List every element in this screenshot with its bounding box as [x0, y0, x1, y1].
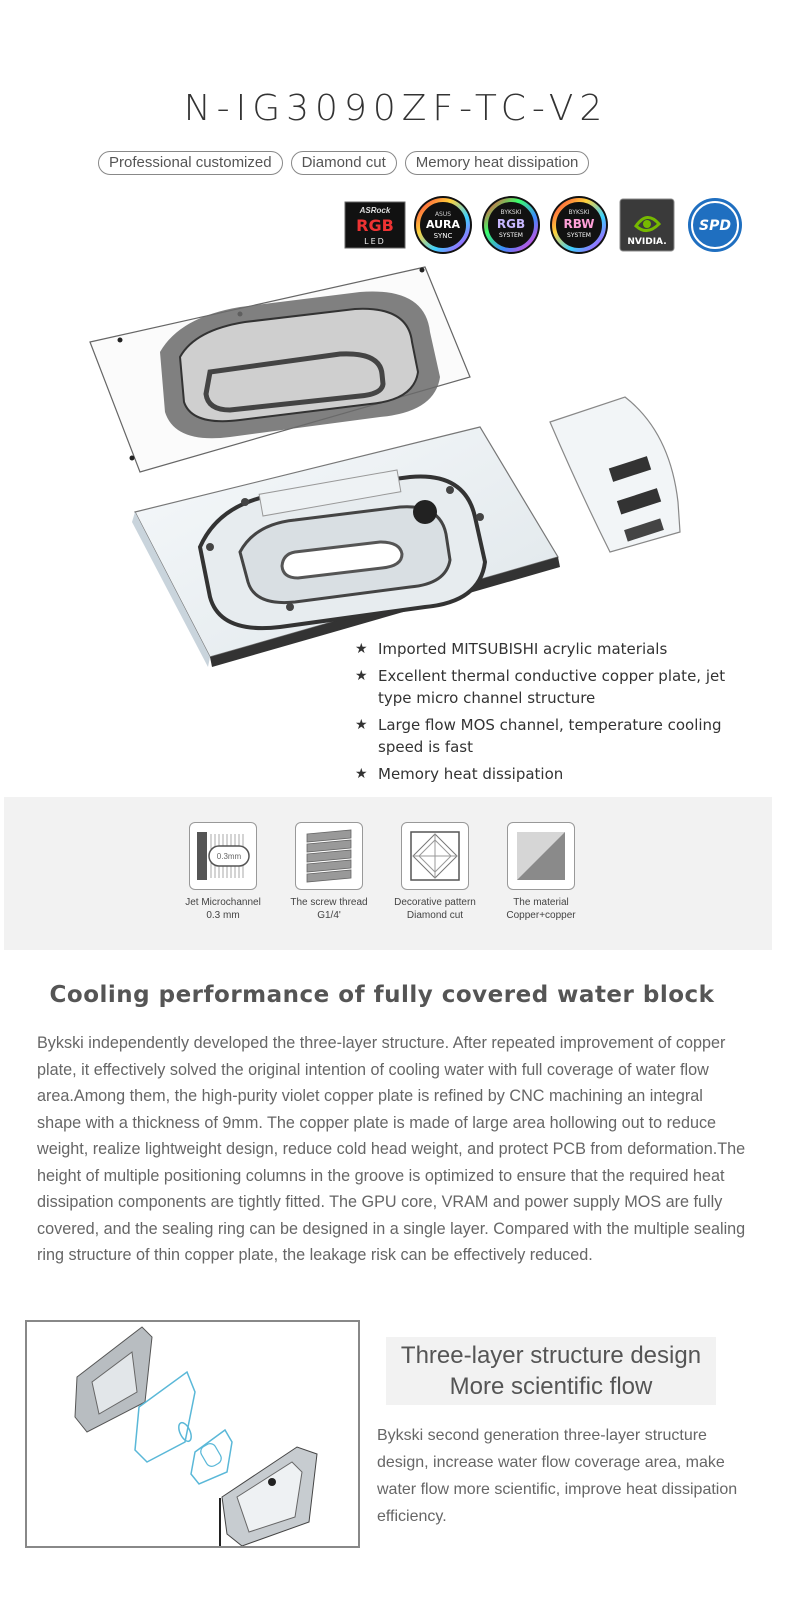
- spec-label-line2: 0.3 mm: [206, 910, 240, 921]
- system-text-2: SYSTEM: [567, 232, 591, 239]
- spec-label-line1: The material: [513, 897, 569, 908]
- spec-band: 0.3mm Jet Microchannel 0.3 mm The scr: [4, 797, 772, 950]
- design-title-line2: More scientific flow: [449, 1373, 653, 1400]
- nvidia-logo: NVIDIA.: [616, 194, 678, 256]
- aura-text: AURA: [426, 218, 461, 231]
- feature-item: ★ Imported MITSUBISHI acrylic materials: [355, 638, 755, 660]
- sync-text: SYNC: [434, 232, 453, 240]
- star-icon: ★: [355, 766, 368, 782]
- asrock-logo-text: ASRock: [359, 206, 391, 215]
- feature-text: Excellent thermal conductive copper plat…: [378, 667, 726, 707]
- spec-items: 0.3mm Jet Microchannel 0.3 mm The scr: [179, 822, 585, 922]
- system-text-1: SYSTEM: [499, 232, 523, 239]
- spec-label-line2: G1/4': [317, 910, 341, 921]
- bykski-rbw-system-logo: BYKSKI RBW SYSTEM: [548, 194, 610, 256]
- spec-label-line2: Copper+copper: [506, 910, 576, 921]
- nvidia-text: NVIDIA.: [627, 237, 666, 247]
- gasket-layer: [134, 1370, 196, 1463]
- copper-material-icon: [507, 822, 575, 890]
- rgb-text: RGB: [497, 217, 525, 231]
- backplate-image: [89, 266, 471, 473]
- asrock-rgb-text: RGB: [356, 216, 394, 235]
- spec-material: The material Copper+copper: [497, 822, 585, 922]
- spec-label-line2: Diamond cut: [406, 910, 464, 921]
- feature-text: Memory heat dissipation: [378, 765, 564, 783]
- product-model-title: N-IG3090ZF-TC-V2: [183, 88, 609, 129]
- spec-label-line1: Decorative pattern: [394, 897, 476, 908]
- backplate-layer: [74, 1326, 153, 1433]
- water-block-product-image: [80, 262, 700, 686]
- spec-screw-thread: The screw thread G1/4': [285, 822, 373, 922]
- spec-jet-microchannel: 0.3mm Jet Microchannel 0.3 mm: [179, 822, 267, 922]
- feature-text: Imported MITSUBISHI acrylic materials: [378, 640, 668, 658]
- spec-decorative-pattern: Decorative pattern Diamond cut: [391, 822, 479, 922]
- three-layer-design-heading: Three-layer structure design More scient…: [386, 1337, 716, 1405]
- tag-diamond-cut: Diamond cut: [290, 151, 397, 175]
- main-block-layer: [219, 1446, 318, 1546]
- bykski-text-1: BYKSKI: [501, 209, 522, 216]
- spd-logo: SPD: [684, 194, 746, 256]
- asrock-rgb-led-logo: ASRock RGB LED: [344, 194, 406, 256]
- star-icon: ★: [355, 668, 368, 684]
- exploded-view-image: [25, 1320, 360, 1548]
- three-layer-design-body: Bykski second generation three-layer str…: [377, 1427, 738, 1525]
- feature-item: ★ Excellent thermal conductive copper pla…: [355, 665, 755, 709]
- compatibility-logos: ASRock RGB LED ASUS AURA SYNC: [344, 194, 746, 256]
- tag-memory-heat-dissipation: Memory heat dissipation: [404, 151, 590, 175]
- feature-text: Large flow MOS channel, temperature cool…: [378, 716, 722, 756]
- rbw-text: RBW: [564, 217, 595, 231]
- spec-label-line1: The screw thread: [290, 897, 368, 908]
- feature-item: ★ Memory heat dissipation: [355, 763, 755, 785]
- design-title-line1: Three-layer structure design: [400, 1342, 702, 1369]
- main-water-block-image: [132, 426, 560, 667]
- spd-text: SPD: [699, 218, 731, 234]
- feature-tags: Professional customized Diamond cut Memo…: [98, 151, 590, 175]
- feature-list: ★ Imported MITSUBISHI acrylic materials ★…: [355, 638, 755, 790]
- asrock-led-text: LED: [364, 237, 386, 246]
- cooling-section-body: Bykski independently developed the three…: [37, 1034, 746, 1264]
- microchannel-icon: 0.3mm: [189, 822, 257, 890]
- asus-aura-sync-logo: ASUS AURA SYNC: [412, 194, 474, 256]
- star-icon: ★: [355, 641, 368, 657]
- bykski-text-2: BYKSKI: [569, 209, 590, 216]
- spec-label-line1: Jet Microchannel: [185, 897, 261, 908]
- cooling-section-title: Cooling performance of fully covered wat…: [49, 982, 715, 1008]
- screw-thread-icon: [295, 822, 363, 890]
- bykski-rgb-system-logo: BYKSKI RGB SYSTEM: [480, 194, 542, 256]
- diamond-cut-icon: [401, 822, 469, 890]
- tag-professional-customized: Professional customized: [98, 151, 283, 175]
- star-icon: ★: [355, 717, 368, 733]
- microchannel-size-text: 0.3mm: [217, 852, 242, 861]
- copper-plate-layer: [190, 1428, 233, 1485]
- terminal-block-image: [549, 396, 681, 553]
- feature-item: ★ Large flow MOS channel, temperature coo…: [355, 714, 755, 758]
- asus-text: ASUS: [435, 211, 451, 218]
